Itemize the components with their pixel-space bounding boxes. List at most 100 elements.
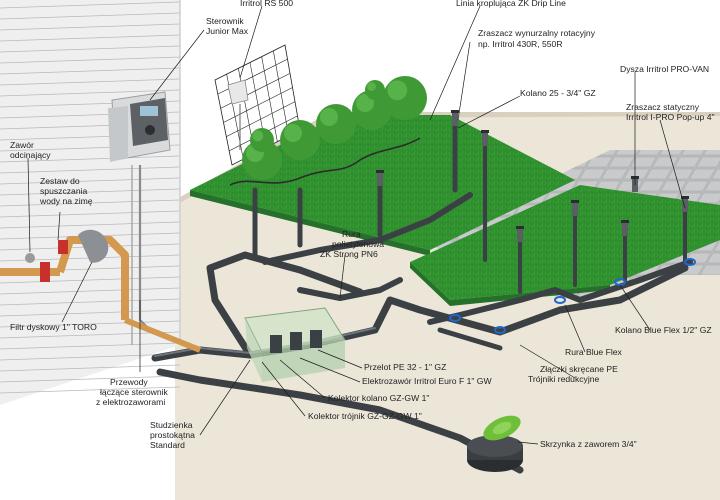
- label-pro-van: Dysza Irritrol PRO-VAN: [620, 64, 709, 74]
- shrub-highlight: [320, 108, 338, 126]
- label-shutoff-line1: Zawór: [10, 140, 34, 150]
- label-static-line2: Irritrol I-PRO Pop-up 4": [626, 112, 715, 122]
- sprinkler-cap: [516, 226, 524, 229]
- label-irritrol-rs500: Irritrol RS 500: [240, 0, 293, 8]
- sprinkler-head: [517, 228, 523, 242]
- siding-line: [0, 23, 181, 31]
- siding-line: [0, 34, 181, 42]
- sprinkler-cap: [571, 200, 579, 203]
- drain-valve-icon: [58, 240, 68, 254]
- siding-line: [0, 89, 181, 97]
- label-fittings-line1: Złączki skręcane PE: [540, 364, 618, 374]
- shrub-highlight: [284, 124, 302, 142]
- sprinkler-head: [452, 112, 458, 126]
- siding-line: [0, 353, 181, 361]
- shrub: [316, 104, 356, 144]
- label-pe-line2: polietylenowa: [332, 239, 384, 249]
- sprinkler-head: [682, 198, 688, 212]
- disc-filter-icon: [78, 229, 109, 263]
- shrub: [250, 128, 274, 152]
- water-tap-icon: [25, 253, 35, 263]
- label-valvebox-line2: prostokątna: [150, 430, 195, 440]
- label-manifold-elbow: Kolektor kolano GZ-GW 1": [328, 393, 429, 403]
- sprinkler-cap: [481, 130, 489, 133]
- label-drain-line3: wody na zimę: [39, 196, 93, 206]
- trellis-bar: [273, 50, 289, 136]
- diagram-labels: Irritrol RS 500 Sterownik Junior Max Lin…: [10, 0, 715, 450]
- siding-line: [0, 276, 181, 284]
- label-pe-line3: ZK Strong PN6: [320, 249, 378, 259]
- siding-line: [0, 342, 181, 350]
- label-valve-box-3-4: Skrzynka z zaworem 3/4": [540, 439, 637, 449]
- shrub: [383, 76, 427, 120]
- leader-lines: [27, 5, 686, 445]
- sprinkler-cap: [376, 170, 384, 173]
- siding-line: [0, 12, 181, 20]
- shrub-icon: [242, 76, 427, 180]
- label-rotor-line1: Zraszacz wynurzalny rotacyjny: [478, 28, 596, 38]
- label-wires-line2: łączące sterownik: [100, 387, 169, 397]
- sprinkler-head: [622, 222, 628, 236]
- siding-line: [0, 1, 181, 9]
- blue-flex-ring: [554, 296, 566, 304]
- label-drain-line1: Zestaw do: [40, 176, 80, 186]
- label-blue-flex-elbow: Kolano Blue Flex 1/2" GZ: [615, 325, 712, 335]
- siding-line: [0, 386, 181, 394]
- shutoff-valve-icon: [40, 262, 50, 282]
- label-controller-line2: Junior Max: [206, 26, 249, 36]
- shrub: [280, 120, 320, 160]
- siding-line: [0, 188, 181, 196]
- drip-line: [229, 137, 421, 186]
- label-disc-filter: Filtr dyskowy 1" TORO: [10, 322, 97, 332]
- blue-flex-ring: [684, 258, 696, 266]
- shrub-highlight: [252, 130, 264, 142]
- siding-line: [0, 78, 181, 86]
- valve-box-3-4-icon: [467, 415, 523, 472]
- siding-line: [0, 287, 181, 295]
- rain-sensor-icon: [227, 79, 249, 150]
- label-shutoff-line2: odcinający: [10, 150, 51, 160]
- blue-flex-ring: [494, 326, 506, 334]
- siding-line: [0, 199, 181, 207]
- water-supply: [0, 229, 202, 353]
- label-fittings-line2: Trójniki redukcyjne: [528, 374, 600, 384]
- siding-line: [0, 56, 181, 64]
- label-valvebox-line1: Studzienka: [150, 420, 193, 430]
- lawn-lower: [410, 185, 720, 300]
- shrub-highlight: [356, 94, 374, 112]
- label-drip-line: Linia kroplująca ZK Drip Line: [456, 0, 566, 8]
- siding-line: [0, 210, 181, 218]
- siding-line: [0, 320, 181, 328]
- sprinkler-cap: [451, 110, 459, 113]
- shrub-highlight: [387, 80, 408, 101]
- siding-line: [0, 155, 181, 163]
- sprinkler-head: [482, 132, 488, 146]
- siding-line: [0, 45, 181, 53]
- label-wires-line3: z elektrozaworami: [96, 397, 165, 407]
- label-controller-line1: Sterownik: [206, 16, 244, 26]
- sprinkler-head: [377, 172, 383, 186]
- siding-line: [0, 309, 181, 317]
- sprinkler-cap: [621, 220, 629, 223]
- label-elbow-25: Kolano 25 - 3/4" GZ: [520, 88, 596, 98]
- siding-line: [0, 221, 181, 229]
- sprinkler-cap: [681, 196, 689, 199]
- label-static-line1: Zraszacz statyczny: [626, 102, 700, 112]
- shrub-highlight: [367, 82, 376, 91]
- label-solenoid-valve: Elektrozawór Irritrol Euro F 1" GW: [362, 376, 492, 386]
- siding-line: [0, 375, 181, 383]
- label-adapter-pe32: Przelot PE 32 - 1" GZ: [364, 362, 446, 372]
- siding-line: [0, 298, 181, 306]
- siding-line: [0, 166, 181, 174]
- label-wires-line1: Przewody: [110, 377, 148, 387]
- label-pe-line1: Rura: [342, 229, 361, 239]
- siding-line: [0, 67, 181, 75]
- siding-line: [0, 364, 181, 372]
- blue-flex-ring: [449, 314, 461, 322]
- label-blue-flex-pipe: Rura Blue Flex: [565, 347, 623, 357]
- label-manifold-tee: Kolektor trójnik GZ-GZ-GW 1": [308, 411, 422, 421]
- valve-box-icon: [244, 307, 346, 382]
- shrub: [365, 80, 385, 100]
- siding-lines: [0, 1, 181, 394]
